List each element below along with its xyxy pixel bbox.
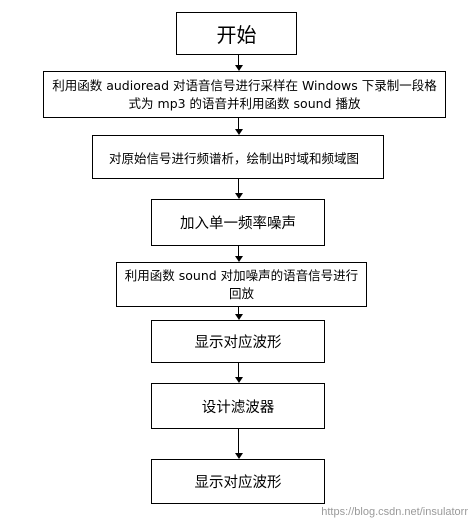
arrow-5-head — [235, 314, 243, 320]
arrow-4-line — [238, 246, 239, 256]
watermark: https://blog.csdn.net/insulatorr — [321, 506, 468, 518]
step-add-noise: 加入单一频率噪声 — [151, 199, 325, 246]
step-design-filter-label: 设计滤波器 — [201, 399, 275, 416]
step-start: 开始 — [176, 12, 297, 55]
arrow-7-line — [238, 429, 239, 453]
arrow-1-head — [235, 65, 243, 71]
arrow-4-head — [235, 256, 243, 262]
step-record-audio-label: 利用函数 audioread 对语音信号进行采样在 Windows 下录制一段格… — [52, 77, 437, 111]
arrow-5-line — [238, 307, 239, 314]
step-show-waveform-1: 显示对应波形 — [151, 320, 325, 363]
step-spectrum-analysis: 对原始信号进行频谱析，绘制出时域和频域图 — [92, 135, 384, 179]
step-playback-noisy-label: 利用函数 sound 对加噪声的语音信号进行回放 — [124, 267, 359, 301]
step-show-waveform-2: 显示对应波形 — [151, 459, 325, 504]
step-design-filter: 设计滤波器 — [151, 383, 325, 429]
step-record-audio: 利用函数 audioread 对语音信号进行采样在 Windows 下录制一段格… — [43, 71, 446, 118]
step-show-waveform-1-label: 显示对应波形 — [194, 335, 282, 351]
arrow-2-line — [238, 118, 239, 129]
step-playback-noisy: 利用函数 sound 对加噪声的语音信号进行回放 — [116, 262, 367, 307]
step-spectrum-analysis-label: 对原始信号进行频谱析，绘制出时域和频域图 — [109, 150, 360, 166]
arrow-6-head — [235, 377, 243, 383]
step-start-label: 开始 — [216, 23, 257, 47]
step-add-noise-label: 加入单一频率噪声 — [180, 216, 296, 232]
arrow-7-head — [235, 453, 243, 459]
arrow-2-head — [235, 129, 243, 135]
arrow-1-line — [238, 55, 239, 65]
arrow-3-head — [235, 193, 243, 199]
arrow-6-line — [238, 363, 239, 377]
step-show-waveform-2-label: 显示对应波形 — [194, 475, 282, 491]
arrow-3-line — [238, 179, 239, 193]
